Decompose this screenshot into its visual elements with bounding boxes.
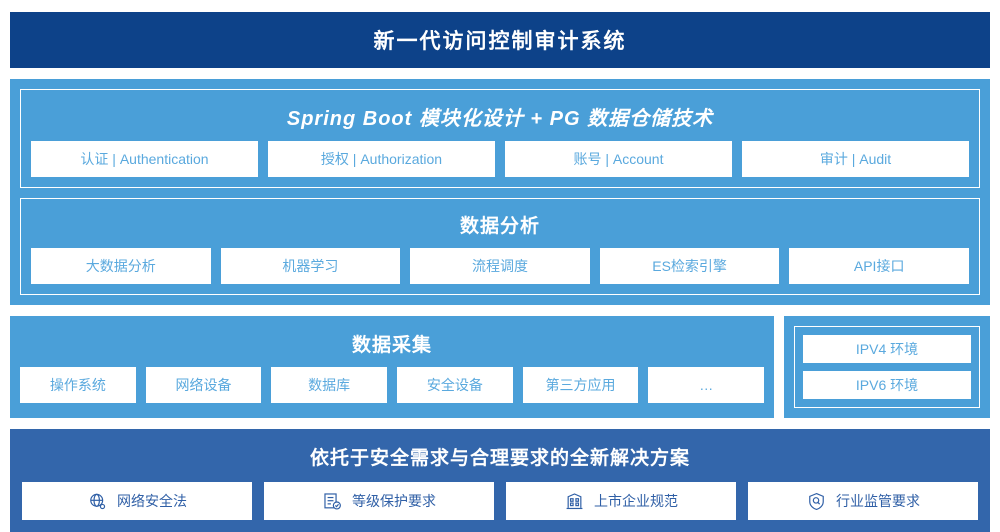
data-analysis-title: 数据分析 bbox=[459, 216, 540, 237]
environment-group: IPV4 环境 IPV6 环境 bbox=[794, 326, 980, 408]
building-icon bbox=[564, 491, 584, 511]
collection-chip-third-party-app[interactable]: 第三方应用 bbox=[522, 367, 639, 403]
analysis-chip-machine-learning[interactable]: 机器学习 bbox=[220, 248, 401, 284]
collection-chip-security-device[interactable]: 安全设备 bbox=[397, 367, 513, 403]
page-title: 新一代访问控制审计系统 bbox=[373, 30, 627, 53]
module-chip-authorization[interactable]: 授权 | Authorization bbox=[268, 141, 495, 177]
solution-chip-classified-protection[interactable]: 等级保护要求 bbox=[264, 482, 494, 520]
spring-boot-title: Spring Boot 模块化设计 + PG 数据仓储技术 bbox=[286, 108, 714, 130]
solution-label: 行业监管要求 bbox=[836, 493, 920, 509]
data-collection-items: 操作系统 网络设备 数据库 安全设备 第三方应用 … bbox=[20, 367, 765, 403]
analysis-chip-process-scheduling[interactable]: 流程调度 bbox=[410, 248, 590, 284]
analysis-chip-api[interactable]: API接口 bbox=[789, 248, 969, 284]
collection-row: 数据采集 操作系统 网络设备 数据库 安全设备 第三方应用 … IPV4 环境 … bbox=[10, 316, 990, 418]
solution-chip-industry-supervision[interactable]: 行业监管要求 bbox=[748, 482, 978, 520]
collection-chip-network-device[interactable]: 网络设备 bbox=[145, 367, 262, 403]
data-collection-panel: 数据采集 操作系统 网络设备 数据库 安全设备 第三方应用 … bbox=[10, 316, 774, 418]
module-chip-account[interactable]: 账号 | Account bbox=[505, 141, 732, 177]
collection-chip-os[interactable]: 操作系统 bbox=[20, 367, 136, 403]
solution-panel: 依托于安全需求与合理要求的全新解决方案 网络安全法 bbox=[10, 429, 990, 532]
header-bar: 新一代访问控制审计系统 bbox=[10, 12, 990, 68]
data-collection-title: 数据采集 bbox=[351, 335, 432, 356]
environment-chip-ipv6[interactable]: IPV6 环境 bbox=[803, 371, 971, 399]
data-analysis-items: 大数据分析 机器学习 流程调度 ES检索引擎 API接口 bbox=[31, 248, 969, 284]
collection-chip-more[interactable]: … bbox=[648, 367, 765, 403]
spring-boot-items: 认证 | Authentication 授权 | Authorization 账… bbox=[31, 141, 969, 177]
spring-boot-group: Spring Boot 模块化设计 + PG 数据仓储技术 认证 | Authe… bbox=[20, 89, 980, 188]
solution-chip-listed-company-norms[interactable]: 上市企业规范 bbox=[506, 482, 736, 520]
module-chip-audit[interactable]: 审计 | Audit bbox=[742, 141, 969, 177]
globe-network-icon bbox=[87, 491, 107, 511]
solution-chip-cybersecurity-law[interactable]: 网络安全法 bbox=[22, 482, 252, 520]
platform-panel: Spring Boot 模块化设计 + PG 数据仓储技术 认证 | Authe… bbox=[10, 79, 990, 305]
module-chip-authentication[interactable]: 认证 | Authentication bbox=[31, 141, 258, 177]
solution-label: 等级保护要求 bbox=[352, 493, 436, 509]
analysis-chip-es-search[interactable]: ES检索引擎 bbox=[599, 248, 780, 284]
solution-title: 依托于安全需求与合理要求的全新解决方案 bbox=[309, 448, 690, 469]
solution-label: 上市企业规范 bbox=[594, 493, 678, 509]
collection-chip-database[interactable]: 数据库 bbox=[271, 367, 388, 403]
document-check-icon bbox=[322, 491, 342, 511]
environment-panel: IPV4 环境 IPV6 环境 bbox=[784, 316, 990, 418]
data-analysis-group: 数据分析 大数据分析 机器学习 流程调度 ES检索引擎 API接口 bbox=[20, 198, 980, 295]
environment-chip-ipv4[interactable]: IPV4 环境 bbox=[803, 335, 971, 363]
shield-search-icon bbox=[806, 491, 826, 511]
solution-label: 网络安全法 bbox=[117, 493, 187, 509]
solution-items: 网络安全法 等级保护要求 bbox=[22, 482, 978, 520]
analysis-chip-big-data[interactable]: 大数据分析 bbox=[31, 248, 211, 284]
